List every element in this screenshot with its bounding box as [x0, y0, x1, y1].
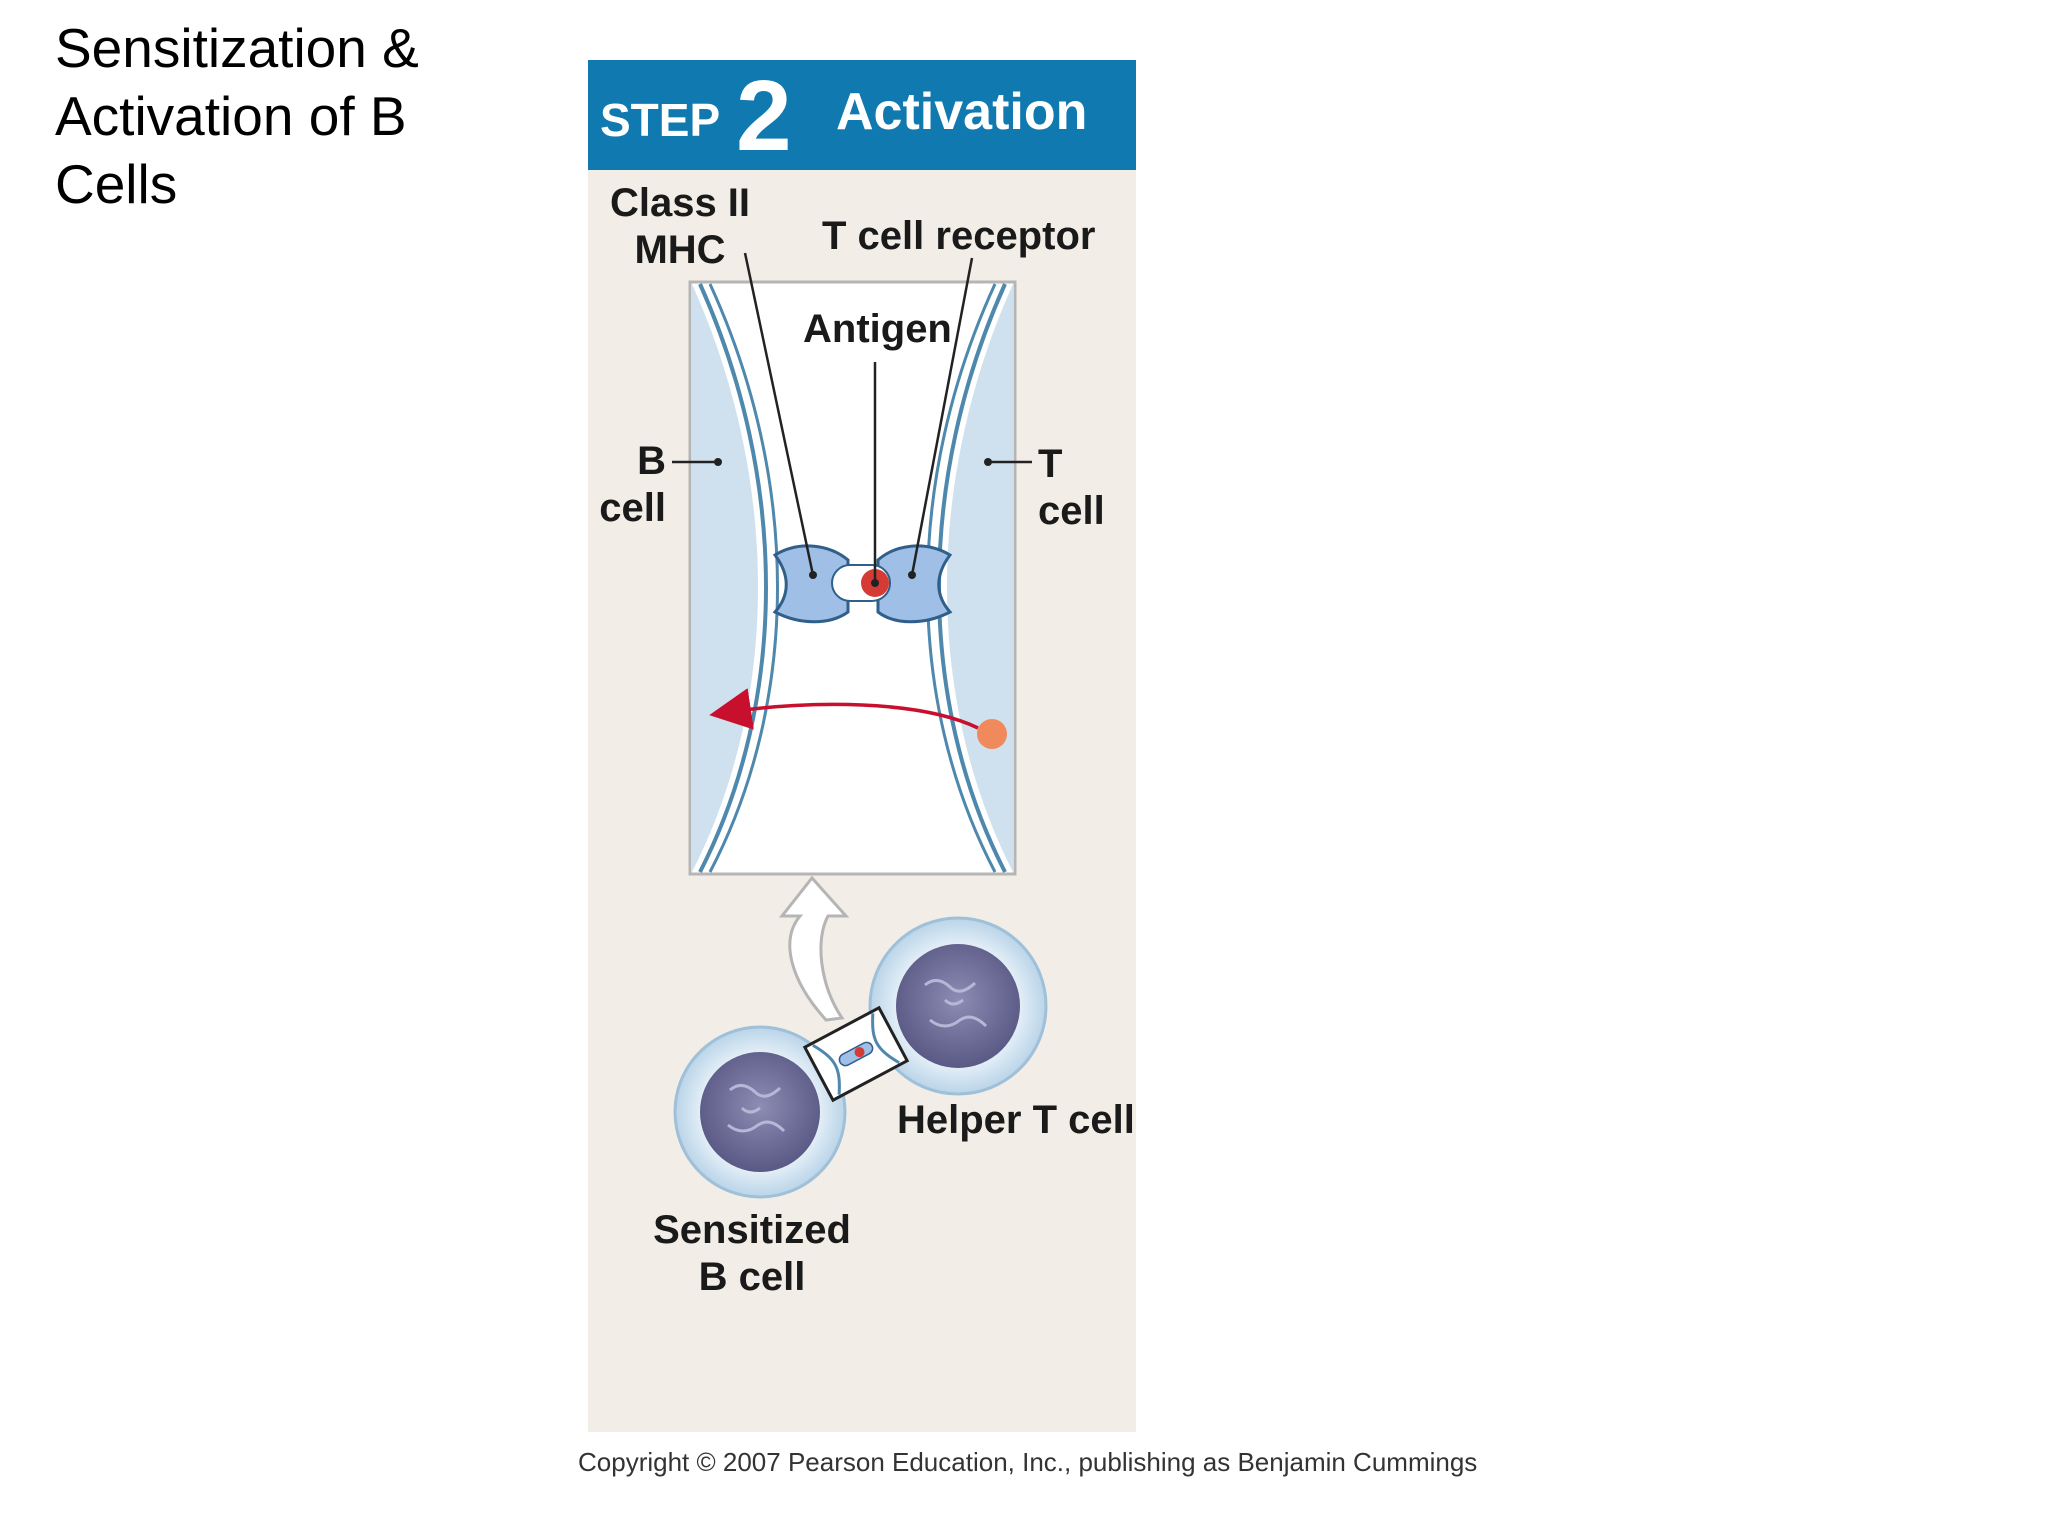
t-cell-receptor-label: T cell receptor [822, 214, 1096, 258]
step-title: Activation [836, 83, 1088, 141]
class-ii-mhc-leader [743, 252, 815, 576]
t-cell-receptor-shape [876, 544, 953, 624]
copyright-notice: Copyright © 2007 Pearson Education, Inc.… [578, 1447, 1478, 1477]
zoom-up-arrow [778, 875, 850, 1022]
t-cell-leader-dot [984, 458, 992, 466]
slide-title-line: Cells [55, 153, 178, 215]
b-cell-membrane-inner [708, 283, 779, 873]
class-ii-mhc-leader-dot [809, 571, 817, 579]
sensitized-b-cell-nucleus [700, 1052, 820, 1172]
helper-t-cell-chromatin [924, 979, 988, 1028]
slide-title: Sensitization & Activation of B Cells [55, 14, 515, 218]
sensitized-b-cell-label: Sensitized B cell [653, 1208, 851, 1299]
t-cell-label: T cell [1038, 442, 1105, 533]
slide-title-line: Activation of B [55, 85, 407, 147]
b-cell-leader-dot [714, 458, 722, 466]
class-ii-mhc-shape [772, 544, 850, 624]
b-cell-label: B cell [599, 439, 666, 530]
t-cell-receptor-leader [910, 257, 974, 576]
helper-t-cell-nucleus [896, 944, 1020, 1068]
step-word: STEP [600, 94, 721, 146]
step-banner: STEP 2 Activation [588, 60, 1136, 170]
antigen-label: Antigen [803, 307, 952, 351]
class-ii-mhc-label: Class II MHC [609, 181, 751, 272]
slide-title-line: Sensitization & [55, 17, 419, 79]
t-cell-receptor-leader-dot [908, 571, 916, 579]
b-cell-membrane-outer [698, 283, 768, 873]
helper-t-cell-label: Helper T cell [897, 1098, 1135, 1142]
cytokine-signal-arrow [709, 688, 979, 730]
contact-inset [802, 1005, 910, 1103]
step-number: 2 [736, 60, 792, 172]
cytokine-signal-dot [977, 719, 1007, 749]
sensitized-b-cell-chromatin [727, 1084, 786, 1133]
